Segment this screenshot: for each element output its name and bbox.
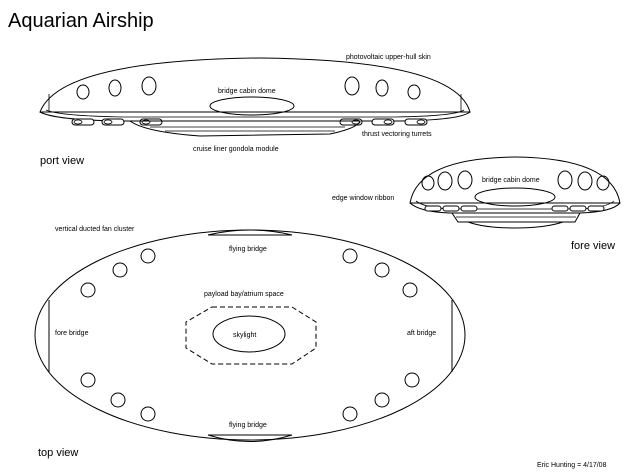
label-bridge-cabin-dome-fore: bridge cabin dome: [482, 177, 540, 184]
port-upper-hull: [39, 57, 471, 113]
turret: [71, 118, 95, 126]
fan-circle: [374, 392, 390, 408]
turret: [101, 118, 125, 126]
label-photovoltaic: photovoltaic upper-hull skin: [346, 54, 431, 61]
port-window: [407, 84, 421, 100]
label-payload-bay: payload bay/atrium space: [204, 291, 284, 298]
signature-credit: Eric Hunting = 4/17/08: [537, 462, 607, 469]
fore-window: [421, 175, 435, 191]
bottom-flying-bridge-dome: [207, 434, 293, 442]
label-thrust-vectoring: thrust vectoring turrets: [362, 131, 432, 138]
fore-view-drawing: [409, 156, 621, 229]
port-view-drawing: [39, 57, 471, 137]
label-fan-cluster: vertical ducted fan cluster: [55, 226, 135, 233]
fore-upper-hull: [409, 156, 621, 204]
label-flying-bridge-top: flying bridge: [229, 246, 267, 253]
fore-window: [596, 175, 610, 191]
fore-window: [557, 170, 573, 190]
fore-window: [457, 170, 473, 190]
fan-circle: [112, 262, 128, 278]
fore-bridge-dome: [474, 187, 556, 207]
top-view-drawing: [34, 229, 466, 442]
label-edge-window-ribbon: edge window ribbon: [332, 195, 394, 202]
skylight-ellipse: [212, 315, 286, 353]
fore-gondola: [451, 212, 581, 223]
fan-circle: [342, 248, 358, 264]
port-bridge-dome: [209, 96, 295, 116]
fore-window: [437, 171, 453, 191]
payload-bay-outline: [185, 306, 317, 365]
port-window: [344, 76, 360, 96]
fan-circle: [402, 282, 418, 298]
label-fore-bridge: fore bridge: [55, 330, 89, 337]
turret: [404, 118, 428, 126]
label-flying-bridge-bottom: flying bridge: [229, 422, 267, 429]
fore-window: [577, 171, 593, 191]
port-window: [375, 79, 389, 97]
port-gondola: [128, 120, 361, 137]
fan-circle: [80, 372, 96, 388]
fan-circle: [140, 248, 156, 264]
label-fore-view: fore view: [571, 240, 615, 252]
fan-circle: [110, 392, 126, 408]
port-window: [76, 84, 90, 100]
turret: [371, 118, 395, 126]
turret: [339, 118, 363, 126]
label-bridge-cabin-dome-port: bridge cabin dome: [218, 88, 276, 95]
label-aft-bridge: aft bridge: [407, 330, 436, 337]
top-flying-bridge-dome: [207, 229, 293, 236]
label-port-view: port view: [40, 155, 84, 167]
label-skylight: skylight: [233, 332, 256, 339]
diagram-title: Aquarian Airship: [8, 10, 154, 32]
turret: [139, 118, 163, 126]
label-gondola: cruise liner gondola module: [193, 146, 279, 153]
fan-circle: [342, 406, 358, 422]
port-thrust-turrets: [71, 118, 428, 126]
fan-circle: [80, 282, 96, 298]
port-window: [108, 79, 122, 97]
port-window: [141, 76, 157, 96]
fan-circle: [140, 406, 156, 422]
port-rim-line: [45, 109, 465, 118]
label-top-view: top view: [38, 447, 78, 459]
fan-circle: [404, 372, 420, 388]
fan-circle: [374, 262, 390, 278]
